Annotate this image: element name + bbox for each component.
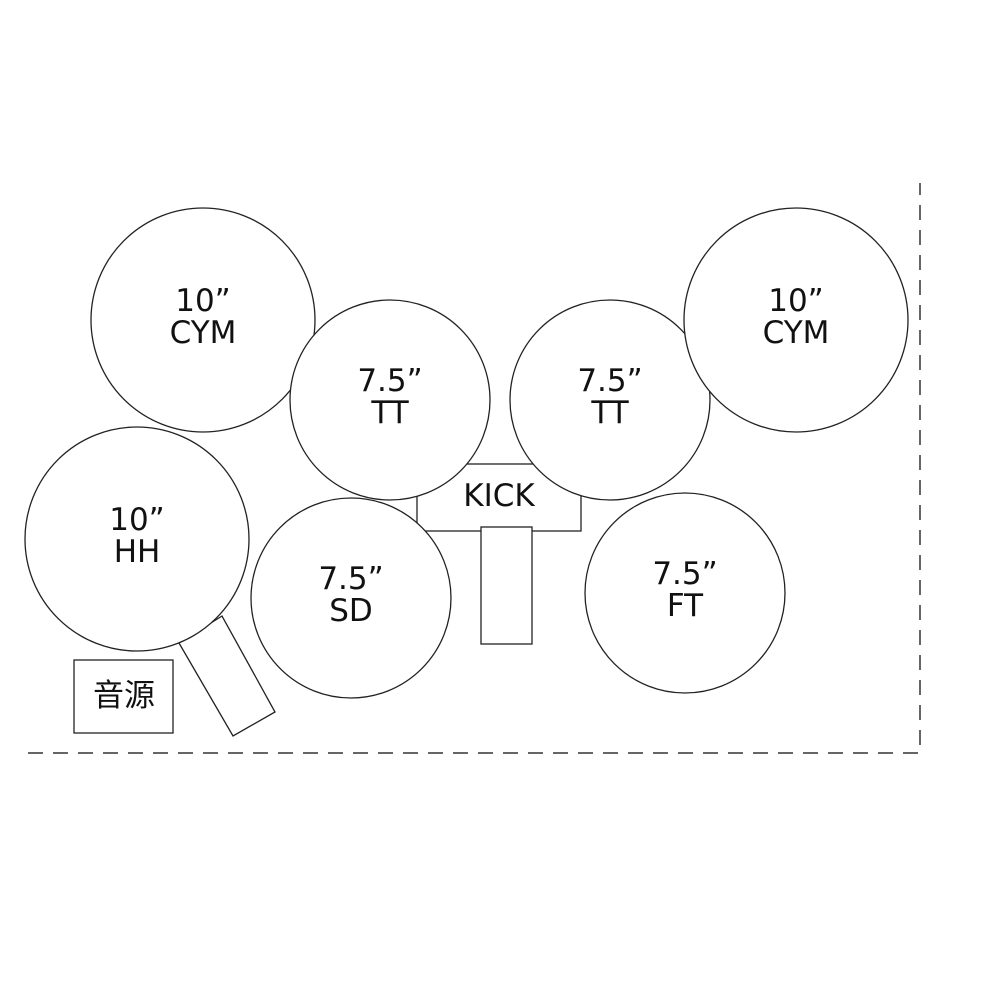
pad-label: FT	[667, 588, 704, 624]
module: 音源	[73, 659, 174, 734]
pad-size: 10”	[768, 283, 824, 319]
pad-label: SD	[329, 593, 373, 629]
pad-label: HH	[114, 534, 161, 570]
drum-pad-ft: 7.5”FT	[584, 492, 786, 694]
pad-circle	[250, 497, 452, 699]
drum-pad-hh: 10”HH	[24, 426, 250, 652]
pad-label: CYM	[763, 315, 830, 351]
drum-pad-tt-right: 7.5”TT	[509, 299, 711, 501]
drum-pad-cym-right: 10”CYM	[683, 207, 909, 433]
pad-circle	[24, 426, 250, 652]
kick-pedal	[480, 526, 533, 645]
pad-size: 7.5”	[318, 561, 383, 597]
pad-size: 7.5”	[577, 363, 642, 399]
module-label: 音源	[93, 678, 155, 714]
pad-circle	[90, 207, 316, 433]
pad-size: 10”	[175, 283, 231, 319]
pad-circle	[584, 492, 786, 694]
pad-circle	[683, 207, 909, 433]
sound-module-rect	[73, 659, 174, 734]
pad-label: TT	[590, 395, 629, 431]
drum-pad-cym-left: 10”CYM	[90, 207, 316, 433]
pad-circle	[289, 299, 491, 501]
drum-pad-tt-left: 7.5”TT	[289, 299, 491, 501]
pad-label: CYM	[170, 315, 237, 351]
pad-size: 7.5”	[357, 363, 422, 399]
drum-pad-sd: 7.5”SD	[250, 497, 452, 699]
pad-label: TT	[370, 395, 409, 431]
pad-circle	[509, 299, 711, 501]
kick-label: KICK	[463, 478, 535, 514]
pad-size: 10”	[109, 502, 165, 538]
pad-size: 7.5”	[652, 556, 717, 592]
